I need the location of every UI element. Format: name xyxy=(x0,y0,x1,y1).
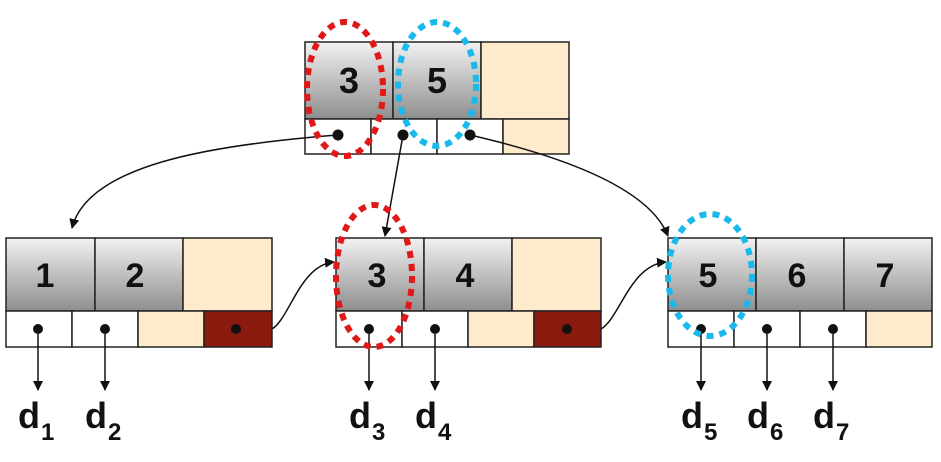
leaf3-key-1: 5 xyxy=(699,257,718,295)
root-key-2: 5 xyxy=(427,60,447,101)
leaf-node-2: 3 4 xyxy=(335,237,602,348)
leaf2-key-cell-1 xyxy=(335,237,425,312)
leaf2-pointer-dot-1 xyxy=(364,324,374,334)
d2-subscript: 2 xyxy=(108,419,121,446)
d4-base: d xyxy=(415,395,437,436)
leaf3-pointer-dot-3 xyxy=(828,324,838,334)
leaf2-key-2: 4 xyxy=(456,257,475,295)
data-label-d4: d4 xyxy=(415,395,452,446)
d5-base: d xyxy=(681,395,703,436)
leaf1-to-leaf2-next-arrow xyxy=(271,257,335,330)
root-key-5-blue-highlight xyxy=(395,19,479,149)
d7-base: d xyxy=(813,395,835,436)
leaf2-key-1: 3 xyxy=(368,257,387,295)
root-empty-key-cell xyxy=(480,41,570,120)
data-label-d5: d5 xyxy=(681,395,717,446)
d5-subscript: 5 xyxy=(704,419,717,446)
leaf3-key-5-blue-highlight xyxy=(665,211,755,339)
leaf-node-1: 1 2 xyxy=(5,237,273,348)
leaf3-key-cell-2 xyxy=(755,237,845,312)
data-label-d3: d3 xyxy=(349,395,385,446)
d1-base: d xyxy=(18,395,40,436)
d3-base: d xyxy=(349,395,371,436)
root-key-1: 3 xyxy=(339,60,359,101)
root-key-cell-2 xyxy=(392,41,482,120)
d4-subscript: 4 xyxy=(438,419,452,446)
d3-subscript: 3 xyxy=(372,419,385,446)
leaf3-key-cell-1 xyxy=(667,237,757,312)
leaf2-empty-pointer-cell xyxy=(467,310,535,348)
data-label-d2: d2 xyxy=(85,395,121,446)
leaf3-pointer-dot-2 xyxy=(762,324,772,334)
leaf2-key-3-red-highlight xyxy=(333,202,415,350)
d6-base: d xyxy=(747,395,769,436)
data-label-d6: d6 xyxy=(747,395,783,446)
data-label-d7: d7 xyxy=(813,395,849,446)
d7-subscript: 7 xyxy=(836,419,849,446)
leaf2-empty-key-cell xyxy=(511,237,602,312)
leaf1-pointer-dot-1 xyxy=(33,324,43,334)
leaf1-empty-pointer-cell xyxy=(137,310,205,348)
leaf1-next-pointer-dot xyxy=(231,324,241,334)
leaf2-to-leaf3-next-arrow xyxy=(600,257,667,330)
leaf3-key-3: 7 xyxy=(876,257,895,295)
d2-base: d xyxy=(85,395,107,436)
leaf1-key-cell-2 xyxy=(94,237,184,312)
data-label-d1: d1 xyxy=(18,395,54,446)
leaf-node-3: 5 6 7 xyxy=(667,237,933,348)
leaf1-key-1: 1 xyxy=(36,257,55,295)
root-to-leaf2-arrow xyxy=(381,134,404,237)
leaf1-empty-key-cell xyxy=(182,237,273,312)
root-to-leaf3-arrow xyxy=(469,134,670,237)
root-empty-pointer-cell xyxy=(502,118,570,155)
root-key-3-red-highlight xyxy=(304,19,386,159)
root-node: 3 5 xyxy=(304,41,570,155)
leaf1-pointer-dot-2 xyxy=(100,324,110,334)
leaf3-key-2: 6 xyxy=(788,257,807,295)
d1-subscript: 1 xyxy=(41,419,54,446)
leaf3-empty-pointer-cell xyxy=(865,310,933,348)
leaf2-pointer-dot-2 xyxy=(430,324,440,334)
leaf3-key-cell-3 xyxy=(843,237,933,312)
leaf1-key-2: 2 xyxy=(126,257,145,295)
d6-subscript: 6 xyxy=(770,419,783,446)
root-to-leaf1-arrow xyxy=(69,134,339,229)
leaf2-next-pointer-dot xyxy=(562,324,572,334)
